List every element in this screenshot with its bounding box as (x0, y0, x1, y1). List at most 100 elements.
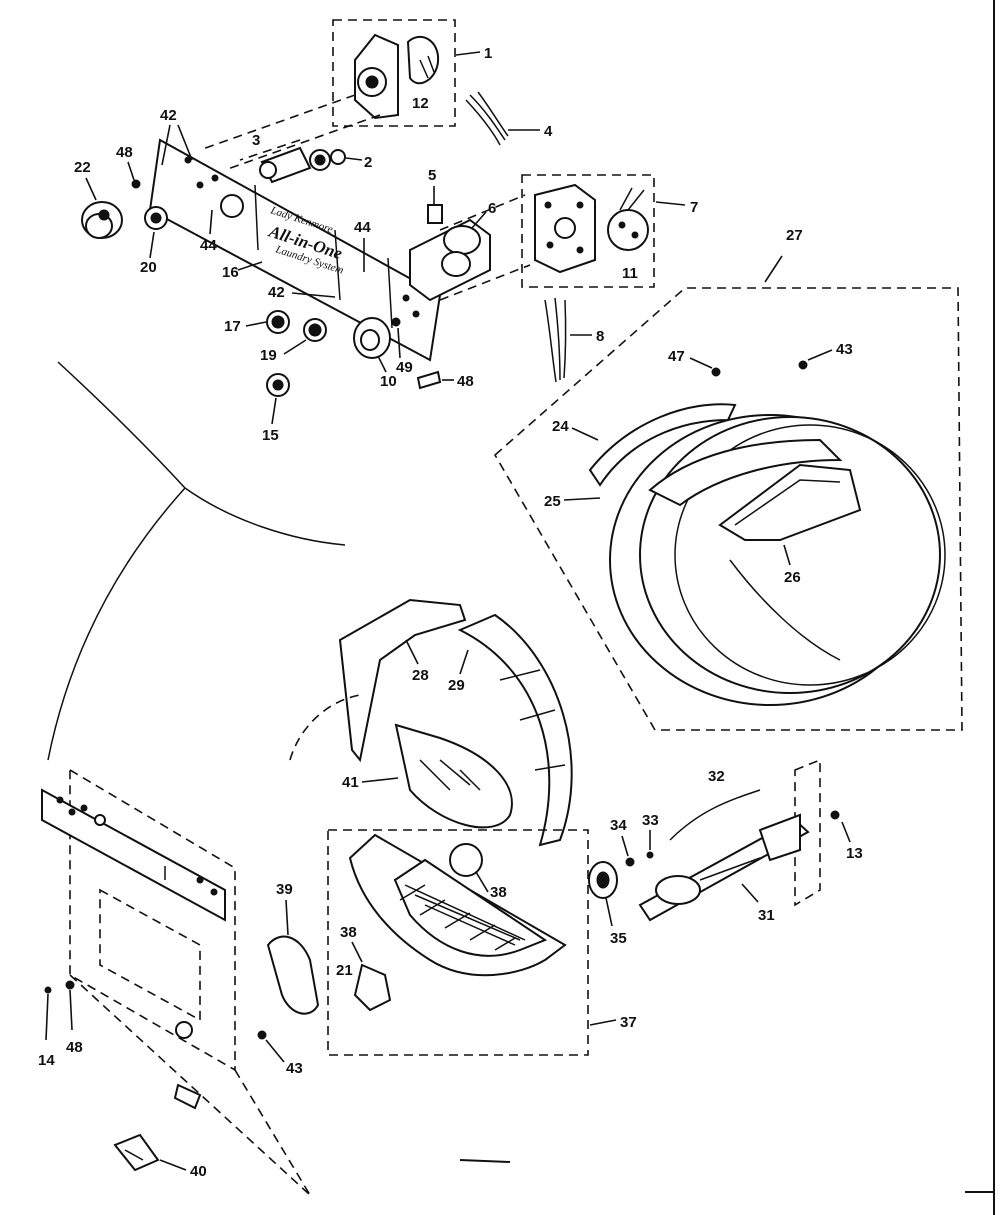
leader-13 (841, 821, 851, 843)
leader-47 (689, 357, 713, 369)
callout-48-top: 48 (116, 144, 133, 161)
callout-44-left: 44 (200, 237, 217, 254)
washer-34 (625, 857, 635, 867)
leader-10 (377, 355, 387, 373)
leader-34 (621, 835, 629, 857)
callout-48-mid: 48 (457, 373, 474, 390)
drum-front-28 (338, 598, 467, 763)
callout-14: 14 (38, 1052, 55, 1069)
screw-47 (711, 367, 721, 377)
idler-spring-32 (669, 789, 761, 841)
timer-projection-lines (199, 94, 381, 171)
leader-29 (459, 649, 469, 675)
leader-41 (361, 777, 399, 783)
screw-48-top (131, 179, 141, 189)
callout-31: 31 (758, 907, 775, 924)
mark-bottom-center (459, 1159, 511, 1163)
bracket-40 (113, 1133, 160, 1172)
callout-39: 39 (276, 881, 293, 898)
callout-47: 47 (668, 348, 685, 365)
leader-28 (405, 639, 419, 665)
duct-group-37 (327, 829, 589, 1056)
callout-10: 10 (380, 373, 397, 390)
callout-16: 16 (222, 264, 239, 281)
callout-43-bottom: 43 (286, 1060, 303, 1077)
callout-3: 3 (252, 132, 260, 149)
knob-17 (266, 310, 290, 334)
callout-42-top: 42 (160, 107, 177, 124)
leader-27 (764, 255, 783, 283)
callout-15: 15 (262, 427, 279, 444)
leader-48-top (127, 161, 135, 181)
callout-2: 2 (364, 154, 372, 171)
leader-19 (283, 339, 307, 355)
callout-7: 7 (690, 199, 698, 216)
callout-43-top: 43 (836, 341, 853, 358)
pulley-35 (588, 861, 618, 899)
callout-49: 49 (396, 359, 413, 376)
leader-2 (345, 157, 363, 161)
callout-33: 33 (642, 812, 659, 829)
bezel-20 (144, 206, 168, 230)
switch-6 (409, 204, 491, 302)
callout-26: 26 (784, 569, 801, 586)
leader-37 (589, 1019, 617, 1026)
knob-15 (266, 373, 290, 397)
leader-6 (471, 211, 487, 229)
callout-41: 41 (342, 774, 359, 791)
callout-38-left: 38 (340, 924, 357, 941)
drum-front-dashed (289, 694, 361, 761)
callout-25: 25 (544, 493, 561, 510)
leader-24 (571, 427, 599, 441)
callout-1: 1 (484, 45, 492, 62)
leader-26 (783, 544, 791, 566)
switch-projection-lines (439, 194, 531, 301)
leader-7 (655, 201, 686, 206)
leader-1 (455, 51, 481, 56)
callout-4: 4 (544, 123, 553, 140)
leader-43-top (807, 349, 833, 361)
callout-37: 37 (620, 1014, 637, 1031)
callout-8: 8 (596, 328, 604, 345)
callout-38-right: 38 (490, 884, 507, 901)
dial-10 (353, 317, 391, 359)
leader-38-left (351, 941, 363, 963)
leader-44-left (209, 209, 213, 235)
screw-43-bottom (257, 1030, 267, 1040)
leader-42-top (161, 124, 193, 166)
screw-43-top (798, 360, 808, 370)
knob-22 (81, 201, 123, 239)
clip-48-mid (416, 370, 442, 390)
callout-5: 5 (428, 167, 436, 184)
callout-21: 21 (336, 962, 353, 979)
knob-19 (303, 318, 327, 342)
leader-40 (159, 1159, 187, 1171)
callout-29: 29 (448, 677, 465, 694)
callout-28: 28 (412, 667, 429, 684)
leader-31 (741, 883, 759, 903)
callout-27: 27 (786, 227, 803, 244)
callout-48-bottom: 48 (66, 1039, 83, 1056)
leader-48-bottom (69, 989, 73, 1031)
bracket-21 (353, 963, 392, 1012)
push-button-2 (309, 149, 346, 171)
screw-13 (830, 810, 840, 820)
control-panel-16: Lady Kenmore All-in-One Laundry System (148, 138, 442, 362)
leader-22 (85, 177, 97, 201)
callout-40: 40 (190, 1163, 207, 1180)
leader-17 (245, 321, 267, 327)
leader-35 (605, 897, 613, 927)
leader-42-mid (291, 292, 336, 298)
baffle-24 (588, 403, 737, 487)
callout-35: 35 (610, 930, 627, 947)
screw-48-bottom (65, 980, 75, 990)
callout-20: 20 (140, 259, 157, 276)
lint-filter-41 (394, 723, 513, 829)
cabinet-top-curves (47, 361, 346, 761)
wire-harness-4 (465, 91, 509, 146)
leader-14 (45, 993, 49, 1041)
switch-3 (259, 146, 312, 184)
leader-15 (271, 397, 277, 425)
callout-13: 13 (846, 845, 863, 862)
